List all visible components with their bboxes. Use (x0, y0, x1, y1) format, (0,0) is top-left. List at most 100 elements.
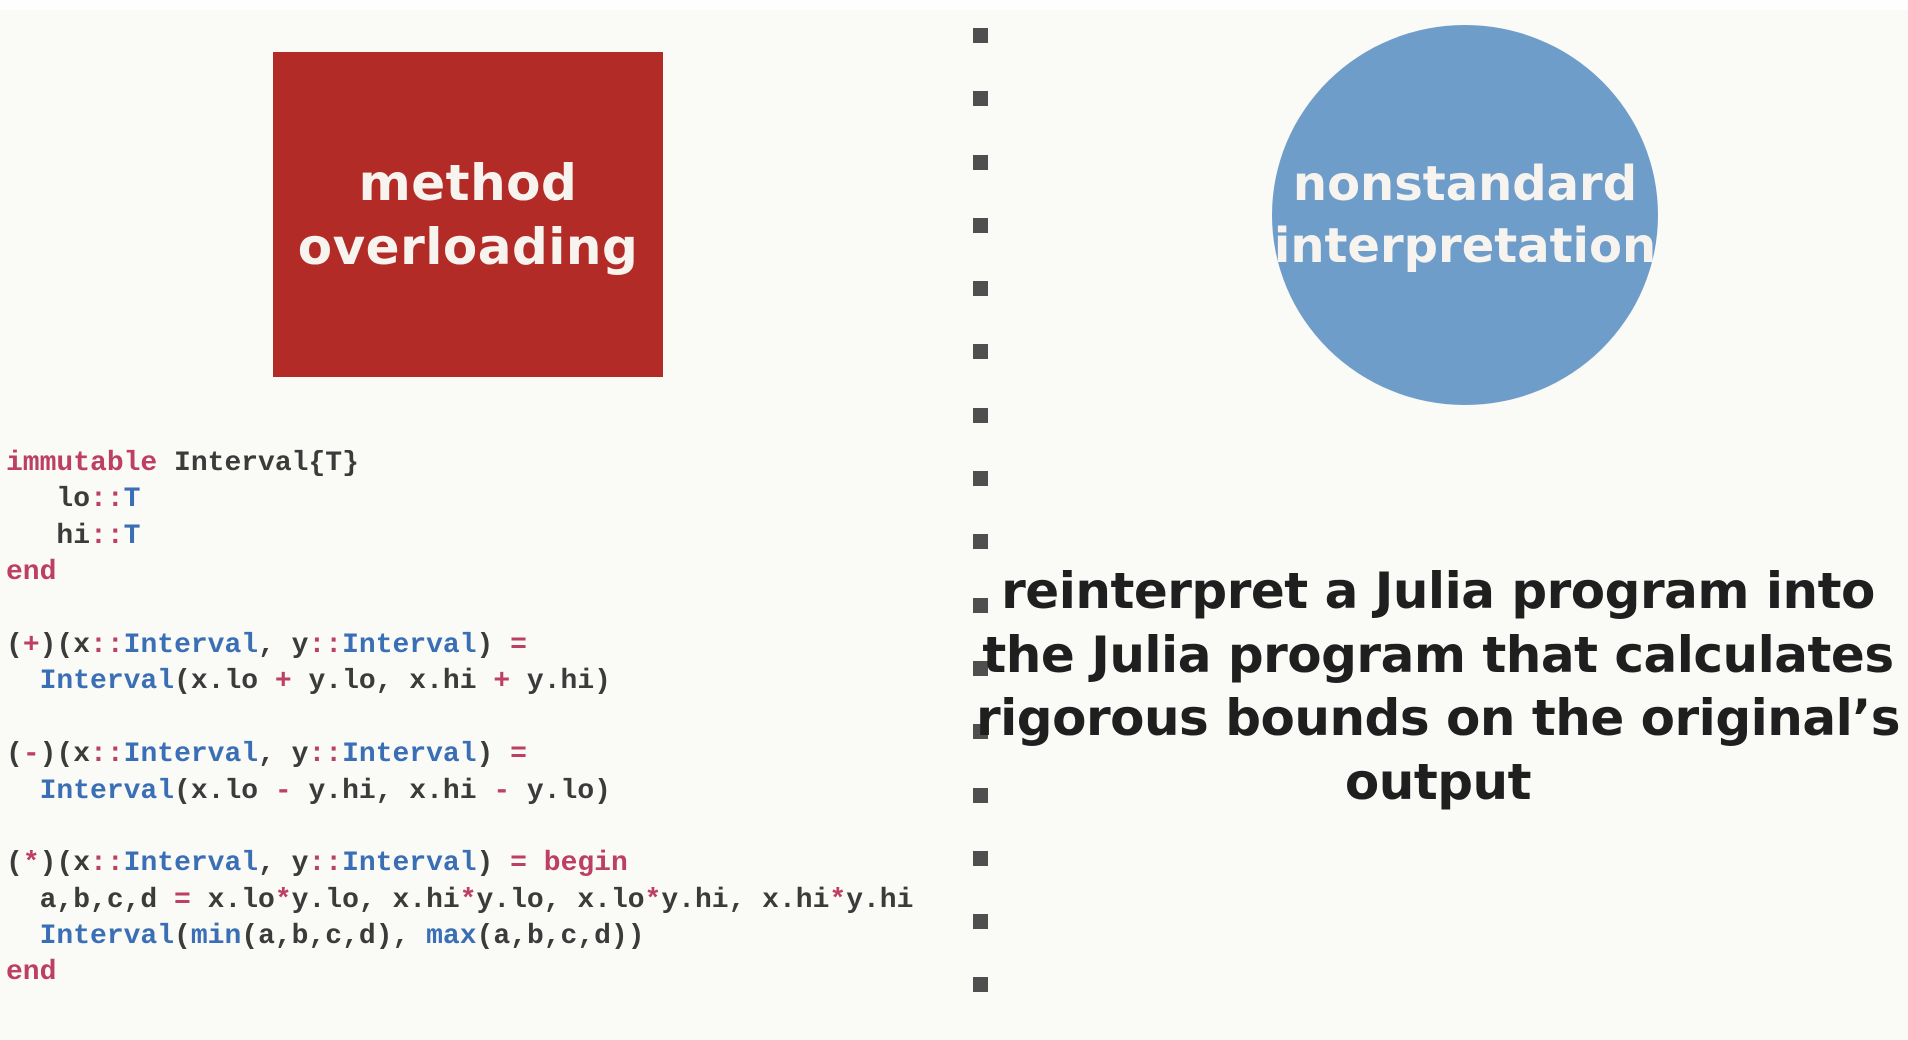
code-token: Interval (123, 629, 259, 661)
divider-square (973, 154, 988, 170)
code-token: * (22, 848, 40, 880)
code-token: y.hi, x.hi (661, 884, 830, 916)
code-token: y.hi) (510, 666, 611, 698)
code-line: (*)(x::Interval, y::Interval) = begin (6, 846, 913, 882)
divider-square (973, 344, 988, 360)
box-title-line-2: overloading (297, 217, 639, 276)
divider-square (973, 281, 988, 297)
code-token: Interval (342, 739, 477, 771)
divider-square (973, 660, 988, 676)
code-token: , y (258, 629, 309, 661)
method-overloading-box: method overloading (273, 52, 663, 377)
code-token: )(x (39, 629, 91, 661)
code-token: y.hi, x.hi (291, 775, 494, 807)
code-token: Interval (39, 666, 175, 698)
code-token: Interval (123, 739, 259, 771)
explanation-text: reinterpret a Julia program into the Jul… (968, 560, 1908, 814)
explanation-line-3: rigorous bounds on the original’s (976, 689, 1900, 747)
code-token: end (6, 957, 57, 989)
code-token: :: (90, 739, 124, 771)
code-token: = (174, 884, 191, 916)
code-line: Interval(x.lo - y.hi, x.hi - y.lo) (6, 774, 913, 810)
code-token: immutable (6, 448, 158, 479)
divider-dotted-line (973, 28, 988, 993)
code-token: Interval (123, 848, 259, 880)
code-line: a,b,c,d = x.lo*y.lo, x.hi*y.lo, x.lo*y.h… (6, 883, 914, 919)
code-token: ( (174, 921, 191, 953)
code-token: + (274, 666, 292, 698)
code-line (6, 701, 913, 737)
explanation-line-4: output (1344, 752, 1532, 811)
box-title-line-1: method (358, 153, 578, 212)
code-token: Interval (39, 921, 175, 953)
code-token: , y (258, 848, 309, 880)
code-line (6, 810, 913, 846)
code-line: Interval(x.lo + y.lo, x.hi + y.hi) (6, 664, 913, 700)
code-line: end (6, 955, 913, 991)
code-token: :: (308, 848, 343, 880)
divider-square (973, 407, 988, 423)
code-token: :: (90, 520, 124, 552)
code-line: (-)(x::Interval, y::Interval) = (6, 737, 913, 773)
code-token: y.hi (846, 884, 914, 916)
code-token: ) (476, 848, 511, 880)
divider-square (973, 534, 988, 550)
divider-square (973, 724, 988, 740)
code-token: :: (308, 739, 343, 771)
divider-square (973, 28, 988, 43)
code-token: - (274, 775, 292, 807)
code-token: + (493, 666, 511, 698)
code-token (527, 848, 544, 879)
code-token: y.lo, x.lo (476, 884, 645, 916)
code-token: (x.lo (174, 775, 275, 807)
code-token: = (510, 848, 527, 880)
code-token: * (274, 884, 292, 916)
code-token: * (644, 884, 662, 916)
code-token: y.lo) (510, 775, 611, 807)
code-token: Interval (342, 629, 477, 661)
code-token: x.lo (190, 884, 275, 916)
code-token: max (426, 921, 477, 953)
code-token: (x.lo (174, 666, 275, 698)
explanation-line-2: the Julia program that calculates (982, 625, 1894, 684)
code-token: lo (6, 484, 91, 516)
code-token: )(x (39, 848, 91, 880)
code-token: :: (308, 629, 343, 661)
code-token: Interval (39, 775, 175, 807)
divider-square (973, 597, 988, 613)
code-token: T (123, 484, 141, 516)
code-token: y.lo, x.hi (291, 666, 494, 698)
top-highlight-band (0, 0, 1908, 10)
code-token: :: (90, 629, 124, 661)
code-line: end (6, 555, 913, 591)
circle-title-line-1: nonstandard (1292, 156, 1638, 212)
code-line: Interval(min(a,b,c,d), max(a,b,c,d)) (6, 919, 913, 955)
divider-square (973, 787, 988, 803)
code-token: , y (258, 739, 309, 771)
code-line: immutable Interval{T} (6, 446, 913, 482)
code-token: ) (476, 629, 511, 661)
code-token: ( (6, 629, 23, 661)
divider-square (973, 217, 988, 233)
code-token: ) (476, 739, 511, 771)
code-token: = (510, 739, 527, 771)
code-token (6, 666, 40, 697)
code-token: T (123, 520, 141, 552)
code-line: lo::T (6, 482, 913, 518)
code-token: Interval (342, 848, 477, 880)
code-token: :: (90, 484, 124, 516)
divider-square (973, 850, 988, 866)
divider-square (973, 914, 988, 930)
code-line (6, 592, 913, 628)
code-token: * (459, 884, 477, 916)
divider-square (973, 471, 988, 487)
explanation-line-1: reinterpret a Julia program into (1001, 562, 1875, 620)
code-token: )(x (39, 739, 91, 771)
code-token: a,b,c,d (6, 884, 175, 916)
code-line: (+)(x::Interval, y::Interval) = (6, 628, 913, 664)
divider-square (973, 977, 988, 993)
code-token: ( (6, 739, 23, 771)
nonstandard-interpretation-circle: nonstandard interpretation (1272, 25, 1658, 405)
code-token: :: (90, 848, 124, 880)
